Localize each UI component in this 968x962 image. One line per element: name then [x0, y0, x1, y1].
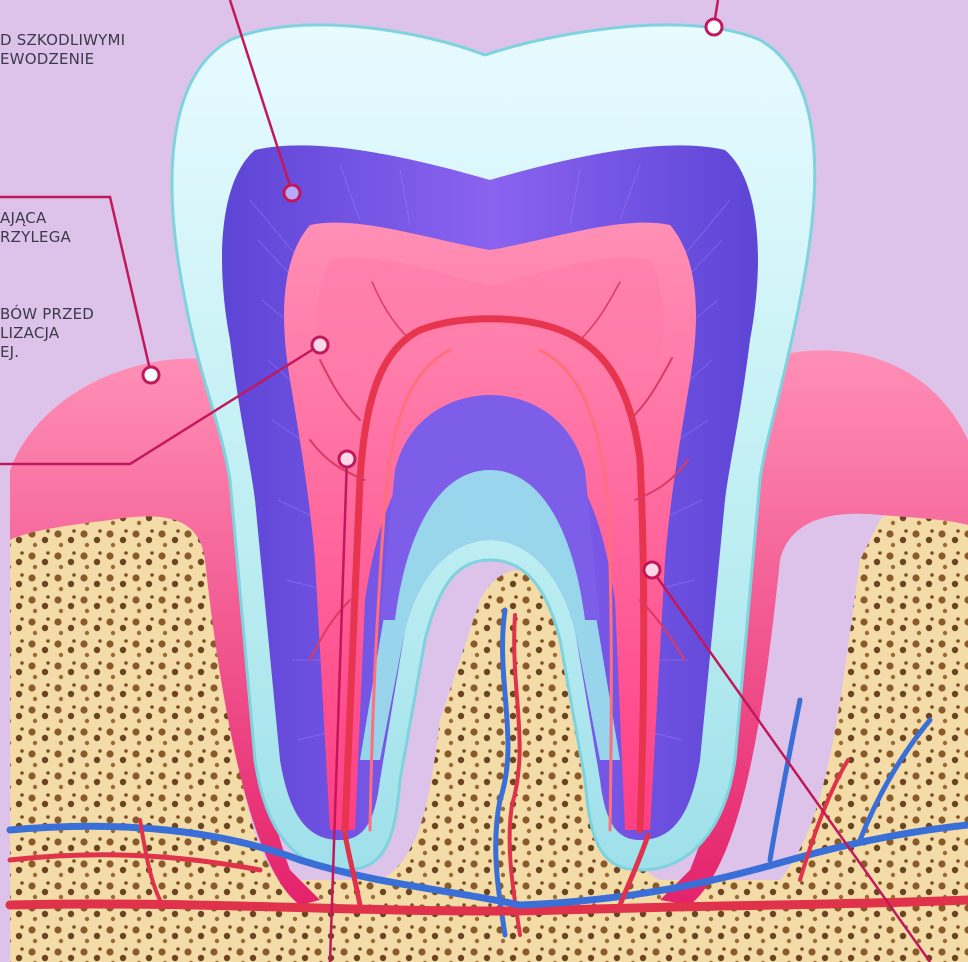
label-lower-left: BÓW PRZED LIZACJA EJ. — [0, 305, 94, 362]
label-top-left-line-2: EWODZENIE — [0, 50, 125, 69]
label-lower-left-line-2: LIZACJA — [0, 324, 94, 343]
label-lower-left-line-3: EJ. — [0, 343, 94, 362]
label-lower-left-line-1: BÓW PRZED — [0, 305, 94, 324]
marker-root — [644, 562, 660, 578]
label-mid-left-line-1: AJĄCA — [0, 209, 71, 228]
marker-pulp-vessel — [339, 451, 355, 467]
label-top-left-line-1: D SZKODLIWYMI — [0, 31, 125, 50]
marker-dentin — [284, 185, 300, 201]
marker-enamel — [706, 19, 722, 35]
label-mid-left: AJĄCA RZYLEGA — [0, 209, 71, 247]
label-mid-left-line-2: RZYLEGA — [0, 228, 71, 247]
label-top-left: D SZKODLIWYMI EWODZENIE — [0, 31, 125, 69]
marker-pulp — [312, 337, 328, 353]
marker-gum — [143, 367, 159, 383]
